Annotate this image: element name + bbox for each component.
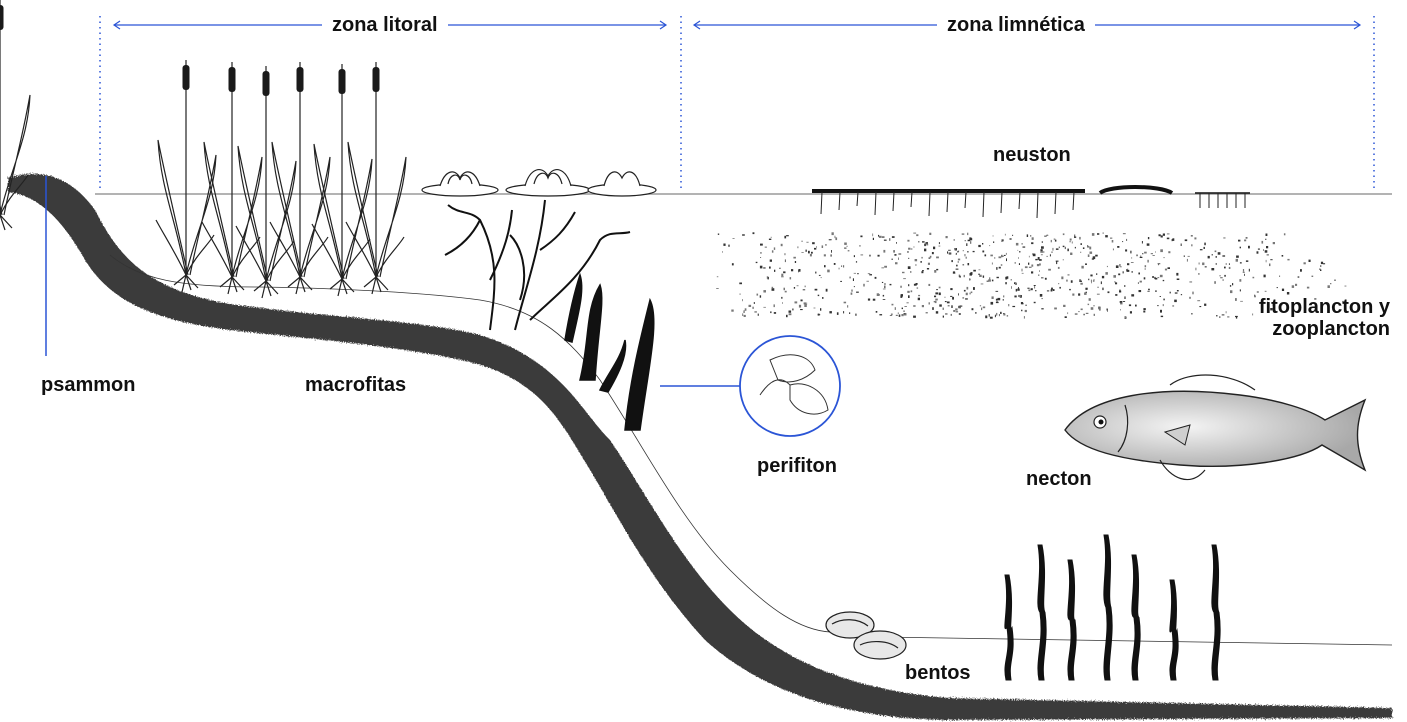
lily-stems (445, 200, 630, 330)
clam-bentos (826, 612, 906, 659)
neuston-hairs (821, 192, 1245, 218)
benthic-tubes (1005, 535, 1220, 680)
bentos-label: bentos (905, 662, 971, 684)
plankton-label-line1: fitoplancton y (1259, 296, 1390, 318)
zone-dividers (100, 16, 1374, 190)
macrofitas-label: macrofitas (305, 374, 406, 396)
zone-litoral-label: zona litoral (322, 14, 448, 36)
zone-limnetica-label: zona limnética (937, 14, 1095, 36)
water-lilies (422, 170, 656, 196)
necton-label: necton (1026, 468, 1092, 490)
zone-arrows (114, 21, 1360, 29)
neuston-label: neuston (993, 144, 1071, 166)
psammon-label: psammon (41, 374, 135, 396)
plankton-label-line2: zooplancton (1272, 318, 1390, 340)
cattail-reeds (0, 0, 406, 298)
neuston-organisms (812, 187, 1250, 193)
plankton-cloud (716, 232, 1346, 319)
perifiton-label: perifiton (757, 455, 837, 477)
fish-necton (1065, 375, 1365, 480)
